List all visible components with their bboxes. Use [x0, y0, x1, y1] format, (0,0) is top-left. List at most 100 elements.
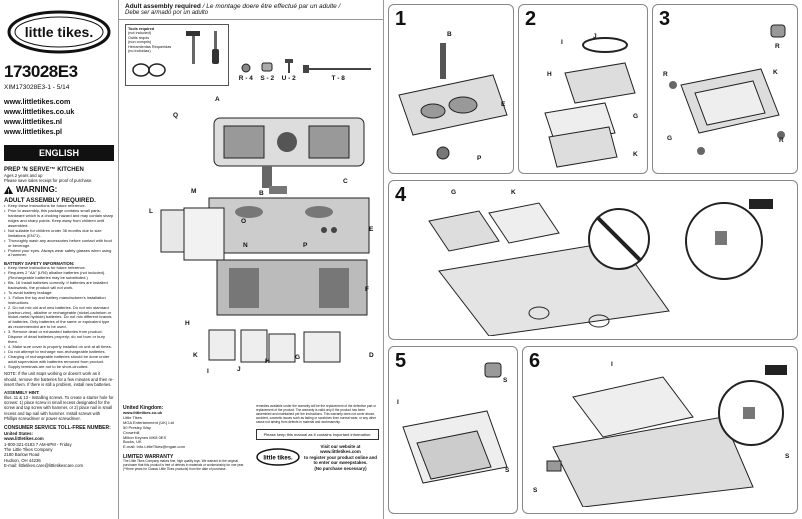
uk-line[interactable]: E-mail: Info.LittleTikes@mgae.com	[123, 444, 185, 450]
battery-list: Keep these instructions for future refer…	[4, 265, 114, 370]
step-label: S	[505, 467, 510, 474]
part-label: G	[295, 354, 301, 361]
step-1-illustration	[398, 43, 508, 160]
step-label: S	[533, 487, 538, 494]
step-label: H	[547, 71, 552, 78]
battery-heading: BATTERY SAFETY INFORMATION:	[4, 261, 75, 267]
step-5-illustration	[402, 410, 508, 484]
tools-label: (non compris)	[128, 40, 152, 45]
tools-label: Outils requis	[128, 35, 150, 40]
language-tab: ENGLISH	[4, 145, 114, 161]
tools-box: Tools required (not included) Outils req…	[125, 24, 229, 86]
tools-and-hardware: Tools required (not included) Outils req…	[119, 20, 383, 90]
visit-line[interactable]: www.littletikes.com	[320, 449, 361, 455]
step-6-panel: 6 I S S	[522, 346, 798, 514]
step-2-panel: 2 I J H G K	[518, 4, 648, 174]
consumer-line: Hudson, OH 44236	[4, 457, 41, 463]
small-brand-logo: little tikes.	[256, 448, 300, 467]
warning-item: Protect your eyes. Always wear safety gl…	[4, 248, 114, 259]
hardware-count: U - 2	[281, 75, 296, 82]
screw-icon	[284, 59, 293, 73]
part-label: O	[241, 218, 247, 225]
uk-warranty-section: United Kingdom: www.littletikes.co.uk Li…	[119, 404, 383, 472]
warning-item: Keep these instructions for future refer…	[4, 204, 114, 210]
battery-item: Do not attempt to recharge non-rechargea…	[4, 349, 114, 355]
uk-line: 50 Presley Way	[123, 424, 151, 430]
battery-note: NOTE: If the unit stops working or doesn…	[4, 371, 114, 387]
website-list: www.littletikes.com www.littletikes.co.u…	[4, 97, 114, 137]
part-label: D	[369, 352, 374, 359]
adult-required-fr: / Le montage doere être effectué par un …	[202, 3, 341, 10]
website-url[interactable]: www.littletikes.co.uk	[4, 107, 75, 116]
consumer-contact: www.littletikes.com 1-800-321-0183 7 AM-…	[4, 436, 114, 468]
website-url[interactable]: www.littletikes.nl	[4, 117, 63, 126]
step-label: I	[561, 39, 563, 46]
step-label: S	[785, 453, 790, 460]
step-label: I	[611, 361, 613, 368]
step-label: S	[503, 377, 508, 384]
website-url[interactable]: www.littletikes.pl	[4, 127, 63, 136]
cap-icon	[261, 62, 273, 72]
part-label: J	[237, 366, 241, 373]
battery-item: 1. Follow the toy and battery manufactur…	[4, 295, 114, 306]
parts-column: Adult assembly required / Le montage doe…	[118, 0, 383, 519]
uk-line[interactable]: www.littletikes.co.uk	[123, 410, 163, 415]
consumer-line[interactable]: E-mail: littletikes.care@littletikescare…	[4, 462, 84, 468]
cap-detail-icon	[484, 362, 502, 378]
step-label: K	[773, 69, 778, 76]
hint-heading: ASSEMBLY HINT:	[4, 390, 40, 396]
visit-line: (No purchase necessary)	[314, 465, 367, 471]
uk-line: Milton Keynes MK8 0ES	[123, 434, 167, 440]
bolt-cap-icon	[241, 63, 251, 73]
part-label: K	[193, 352, 198, 359]
step-4-illustration	[428, 199, 773, 336]
hardware-item: T - 8	[303, 65, 373, 82]
assembly-required-heading: ADULT ASSEMBLY REQUIRED.	[4, 197, 96, 205]
left-info-column: little tikes. 173028E3 XIM173028E3-1 - 5…	[0, 0, 118, 519]
warranty-continued: remedies available under the warranty wi…	[256, 404, 379, 472]
safety-glasses-icon	[132, 63, 166, 77]
hardware-item: R - 4	[239, 63, 253, 82]
step-label: K	[633, 151, 638, 158]
step-label: B	[447, 31, 452, 38]
brand-logo: little tikes.	[7, 10, 111, 54]
step-3-illustration	[669, 68, 785, 155]
part-label: P	[303, 242, 308, 249]
step-number: 4	[395, 184, 407, 206]
step-label: R	[779, 137, 784, 144]
kitchen-exploded-view	[160, 117, 370, 363]
document-code: XIM173028E3-1 - 5/14	[4, 84, 70, 91]
step-label: J	[593, 33, 597, 40]
hardware-item: U - 2	[282, 59, 296, 82]
consumer-service-heading: CONSUMER SERVICE TOLL-FREE NUMBER:	[4, 425, 111, 432]
battery-item: 4. Make sure cover is properly installed…	[4, 344, 114, 350]
consumer-region: United States:	[4, 431, 33, 437]
step-4-panel: 4 G K	[388, 180, 798, 340]
uk-line: Bucks, UK	[123, 439, 142, 445]
adult-required-en: Adult assembly required	[125, 3, 201, 10]
part-label: E	[369, 226, 374, 233]
part-label: Q	[173, 112, 179, 119]
battery-item: Supply terminals are not to be short-cir…	[4, 364, 114, 370]
battery-item: Charging of rechargeable batteries shoul…	[4, 354, 114, 365]
step-6-illustration	[546, 365, 787, 507]
step-label: I	[397, 399, 399, 406]
website-url[interactable]: www.littletikes.com	[4, 97, 71, 106]
step-label: G	[633, 113, 639, 120]
warranty-continued-text: remedies available under the warranty wi…	[256, 404, 377, 424]
part-label: H	[185, 320, 190, 327]
uk-line: MGA Entertainment (UK) Ltd	[123, 419, 174, 425]
long-screw-icon	[303, 65, 372, 73]
hardware-count: R - 4	[238, 75, 253, 82]
visit-text: Visit our website at www.littletikes.com…	[304, 444, 377, 472]
svg-text:!: !	[8, 189, 10, 194]
part-label: M	[191, 188, 197, 195]
step-label: E	[501, 101, 506, 108]
hardware-count: T - 8	[331, 75, 345, 82]
part-label: H	[265, 358, 270, 365]
step-number: 2	[525, 8, 537, 30]
part-label: B	[259, 190, 264, 197]
consumer-line[interactable]: www.littletikes.com	[4, 436, 44, 442]
step-number: 3	[659, 8, 671, 30]
uk-contact: United Kingdom: www.littletikes.co.uk Li…	[123, 405, 251, 472]
